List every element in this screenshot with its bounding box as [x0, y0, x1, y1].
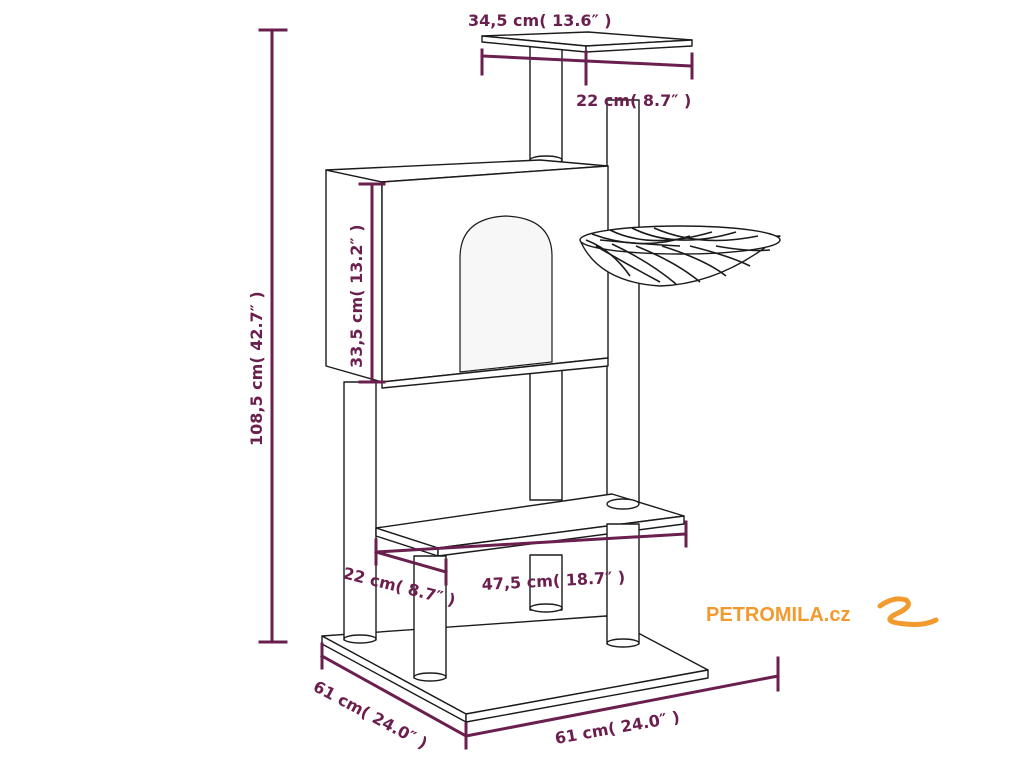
- base-width-label: 61 cm( 24.0″ ): [553, 707, 681, 748]
- top-width-label: 34,5 cm( 13.6″ ): [468, 11, 612, 30]
- cat-house: [325, 159, 609, 389]
- post-front-left-upper: [343, 381, 377, 644]
- base-board: [321, 615, 709, 723]
- swirl-icon: [877, 596, 939, 627]
- platform-width-label: 47,5 cm( 18.7″ ): [481, 568, 625, 594]
- post-front-right-lower: [606, 523, 640, 648]
- house-height-label: 33,5 cm( 13.2″ ): [347, 224, 366, 368]
- post-back-center: [529, 554, 563, 613]
- top-platform: [481, 31, 693, 53]
- post-front-left-lower: [413, 555, 447, 682]
- total-height-label: 108,5 cm( 42.7″ ): [247, 291, 266, 446]
- top-depth-label: 22 cm( 8.7″ ): [576, 91, 691, 110]
- post-top-left: [529, 45, 563, 165]
- post-back-right: [606, 99, 640, 506]
- brand-logo: PETROMILA.cz: [706, 596, 939, 627]
- hammock-basket: [579, 225, 781, 287]
- post-middle-center: [529, 359, 563, 501]
- brand-logo-text: PETROMILA.cz: [706, 604, 850, 626]
- house-entrance: [459, 215, 553, 373]
- dimension-lines: [258, 28, 780, 750]
